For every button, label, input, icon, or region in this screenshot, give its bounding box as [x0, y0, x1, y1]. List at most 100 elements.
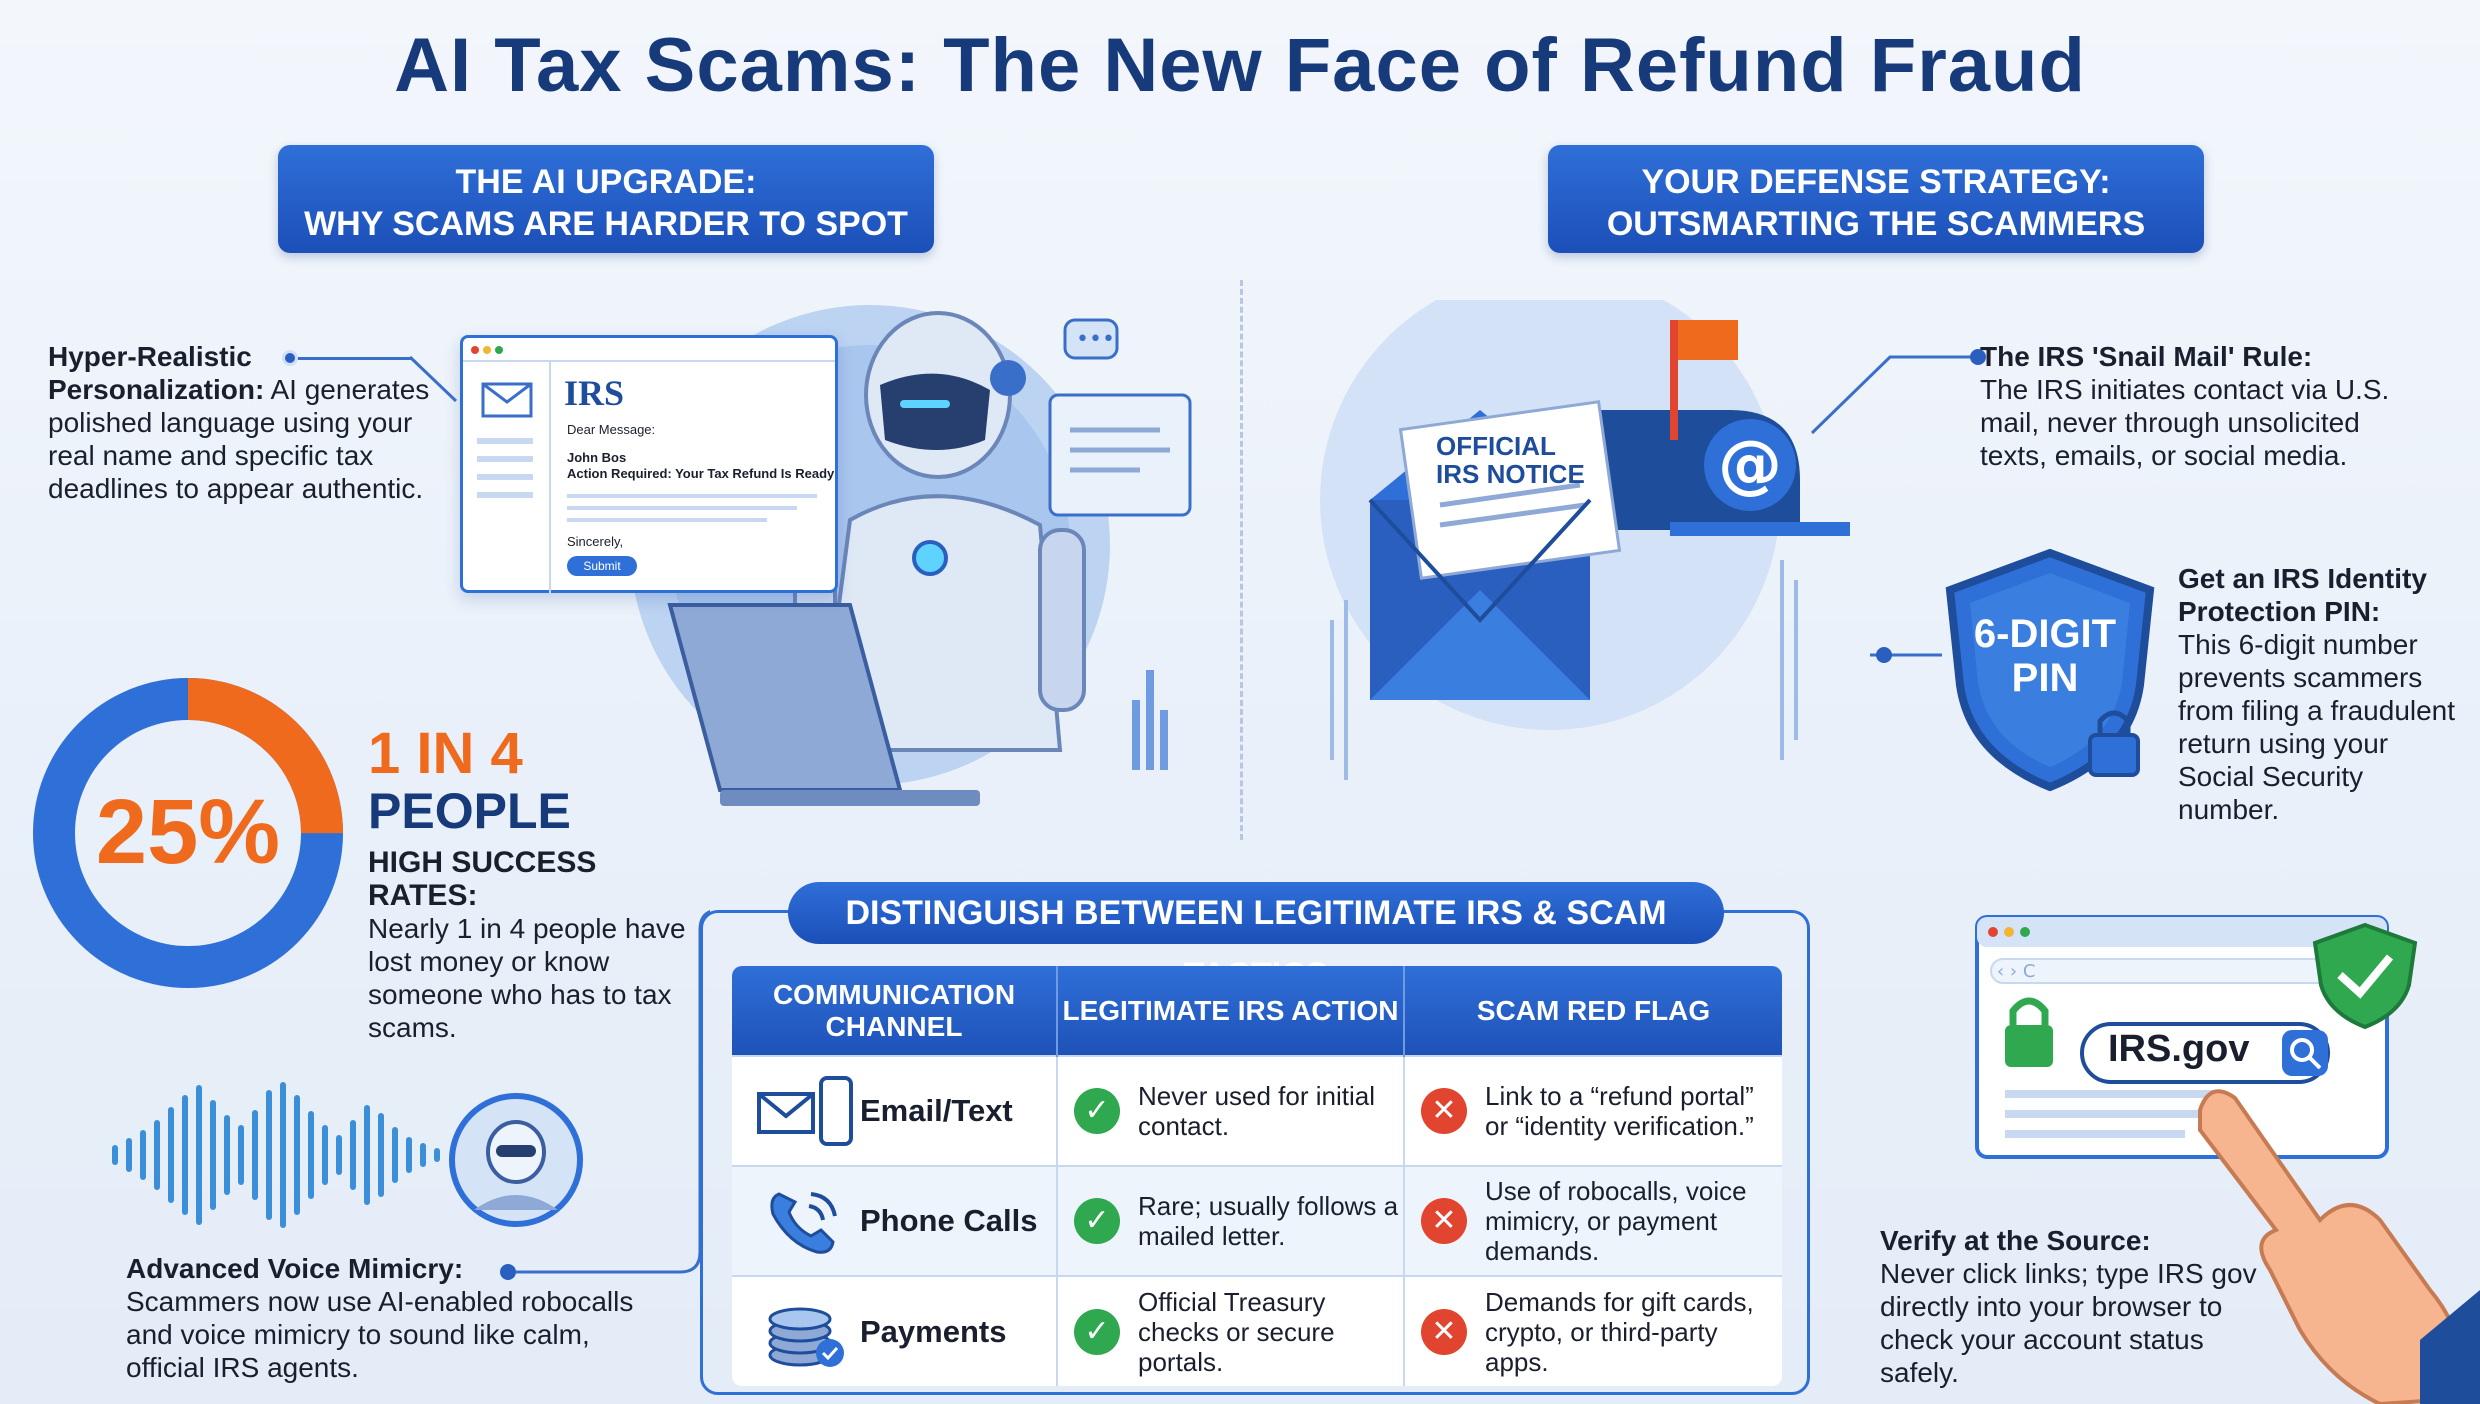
sound-wave-icon	[112, 1082, 440, 1228]
wave-bar	[308, 1111, 314, 1199]
wave-bar	[350, 1120, 356, 1190]
email-phone-icon	[750, 1074, 860, 1148]
notice-line1: OFFICIAL	[1436, 431, 1556, 461]
wave-bar	[168, 1107, 174, 1203]
svg-text:@: @	[1718, 428, 1782, 502]
header-channel: COMMUNICATION CHANNEL	[732, 966, 1058, 1056]
success-rates-heading: HIGH SUCCESS RATES:	[368, 846, 597, 912]
phishing-email-window: Dear Message: John Bos Action Required: …	[460, 335, 838, 594]
identity-pin-heading: Get an IRS Identity Protection PIN:	[2178, 563, 2427, 627]
wave-bar	[196, 1085, 202, 1225]
stat-percent: 25%	[95, 781, 281, 883]
wave-bar	[112, 1145, 118, 1165]
email-recipient: John Bos	[567, 450, 627, 465]
check-icon: ✓	[1074, 1088, 1120, 1134]
wave-bar	[238, 1125, 244, 1185]
success-rates-block: HIGH SUCCESS RATES: Nearly 1 in 4 people…	[368, 846, 688, 1044]
personalization-block: Hyper-Realistic Personalization: AI gene…	[48, 340, 438, 505]
check-icon: ✓	[1074, 1308, 1120, 1355]
phone-icon	[750, 1184, 860, 1258]
cross-icon: ✕	[1421, 1308, 1467, 1355]
legit-text: Never used for initial contact.	[1138, 1081, 1375, 1141]
shield-line2: PIN	[2011, 656, 2079, 700]
notice-line2: IRS NOTICE	[1436, 459, 1585, 489]
verify-source-block: Verify at the Source: Never click links;…	[1880, 1224, 2260, 1389]
stat-donut-chart	[33, 678, 343, 988]
wave-bar	[140, 1130, 146, 1180]
personalization-heading: Hyper-Realistic Personalization:	[48, 341, 265, 405]
wave-bar	[154, 1120, 160, 1190]
wave-bar	[364, 1105, 370, 1205]
wave-bar	[322, 1125, 328, 1185]
email-subject: Action Required: Your Tax Refund Is Read…	[567, 466, 835, 481]
snail-mail-rule-block: The IRS 'Snail Mail' Rule: The IRS initi…	[1980, 340, 2420, 472]
channel-label: Phone Calls	[860, 1203, 1038, 1238]
defense-header-line2: OUTSMARTING THE SCAMMERS	[1606, 205, 2146, 243]
voice-mimicry-heading: Advanced Voice Mimicry:	[126, 1253, 464, 1284]
wave-bar	[420, 1143, 426, 1167]
pointing-hand-icon	[2198, 1089, 2480, 1404]
check-icon: ✓	[1074, 1198, 1120, 1244]
search-box-text: IRS.gov	[2108, 1028, 2250, 1070]
wave-bar	[294, 1095, 300, 1215]
table-row: Email/Text ✓ Never used for initial conta…	[732, 1055, 1782, 1166]
pin-shield-label: 6-DIGIT PIN	[1960, 612, 2130, 700]
scam-text: Link to a “refund portal” or “identity v…	[1485, 1081, 1754, 1141]
section-divider	[1240, 280, 1243, 840]
comparison-title: DISTINGUISH BETWEEN LEGITIMATE IRS & SCA…	[788, 882, 1724, 994]
wave-bar	[252, 1110, 258, 1200]
personalization-connector	[292, 357, 412, 360]
snail-mail-heading: The IRS 'Snail Mail' Rule:	[1980, 341, 2313, 372]
shield-line1: 6-DIGIT	[1973, 612, 2117, 656]
defense-strategy-header: YOUR DEFENSE STRATEGY: OUTSMARTING THE S…	[1548, 145, 2204, 253]
identity-pin-block: Get an IRS Identity Protection PIN: This…	[2178, 562, 2468, 826]
verify-source-heading: Verify at the Source:	[1880, 1225, 2151, 1256]
wave-bar	[406, 1137, 412, 1173]
stat-people: PEOPLE	[368, 783, 571, 839]
wave-bar	[224, 1115, 230, 1195]
wave-bar	[336, 1135, 342, 1175]
ai-agent-avatar-icon	[449, 1093, 583, 1227]
comparison-table: COMMUNICATION CHANNEL LEGITIMATE IRS ACT…	[732, 966, 1782, 1386]
voice-mimicry-block: Advanced Voice Mimicry: Scammers now use…	[126, 1252, 646, 1384]
email-signoff: Sincerely,	[567, 534, 624, 549]
scam-text: Demands for gift cards, crypto, or third…	[1485, 1286, 1754, 1377]
wave-bar	[392, 1127, 398, 1183]
cross-icon: ✕	[1421, 1198, 1467, 1244]
wave-bar	[126, 1138, 132, 1172]
voice-mimicry-body: Scammers now use AI-enabled robocalls an…	[126, 1286, 634, 1383]
stat-one-in-four: 1 IN 4	[368, 721, 523, 786]
wave-bar	[280, 1082, 286, 1228]
header-legitimate: LEGITIMATE IRS ACTION	[1057, 966, 1405, 1056]
email-submit-button: Submit	[567, 556, 637, 576]
success-rates-body: Nearly 1 in 4 people have lost money or …	[368, 913, 686, 1043]
table-row: Phone Calls ✓ Rare; usually follows a mai…	[732, 1165, 1782, 1276]
svg-text:‹ › C: ‹ › C	[1997, 961, 2035, 982]
table-row: Payments ✓Official Treasury checks or se…	[732, 1275, 1782, 1386]
legit-text: Rare; usually follows a mailed letter.	[1138, 1191, 1399, 1251]
coins-icon	[750, 1293, 860, 1371]
snail-mail-body: The IRS initiates contact via U.S. mail,…	[1980, 374, 2390, 471]
envelope-icon	[481, 382, 533, 418]
mailbox-envelope-illustration: @	[1320, 300, 1850, 780]
connector-dot	[282, 350, 298, 366]
ai-upgrade-header-line2: WHY SCAMS ARE HARDER TO SPOT	[304, 205, 908, 243]
email-greeting: Dear Message:	[567, 422, 656, 437]
mail-rule-connector	[1810, 349, 1986, 435]
ai-upgrade-header: THE AI UPGRADE: WHY SCAMS ARE HARDER TO …	[278, 145, 934, 253]
connector-line	[410, 355, 458, 403]
personalization-body: AI generates polished language using you…	[48, 374, 430, 504]
official-irs-notice-label: OFFICIAL IRS NOTICE	[1436, 432, 1585, 488]
wave-bar	[266, 1090, 272, 1220]
header-scam: SCAM RED FLAG	[1404, 966, 1782, 1056]
ai-upgrade-header-line1: THE AI UPGRADE:	[455, 163, 757, 201]
irs-logo: IRS	[564, 373, 625, 413]
wave-bar	[434, 1148, 440, 1162]
wave-bar	[210, 1100, 216, 1210]
search-icon[interactable]	[2282, 1030, 2328, 1076]
table-header-row: COMMUNICATION CHANNEL LEGITIMATE IRS ACT…	[732, 966, 1782, 1056]
pin-connector	[1870, 647, 1942, 663]
scam-text: Use of robocalls, voice mimicry, or paym…	[1485, 1176, 1747, 1266]
channel-label: Email/Text	[860, 1093, 1013, 1128]
shield-icon	[1945, 548, 2155, 792]
